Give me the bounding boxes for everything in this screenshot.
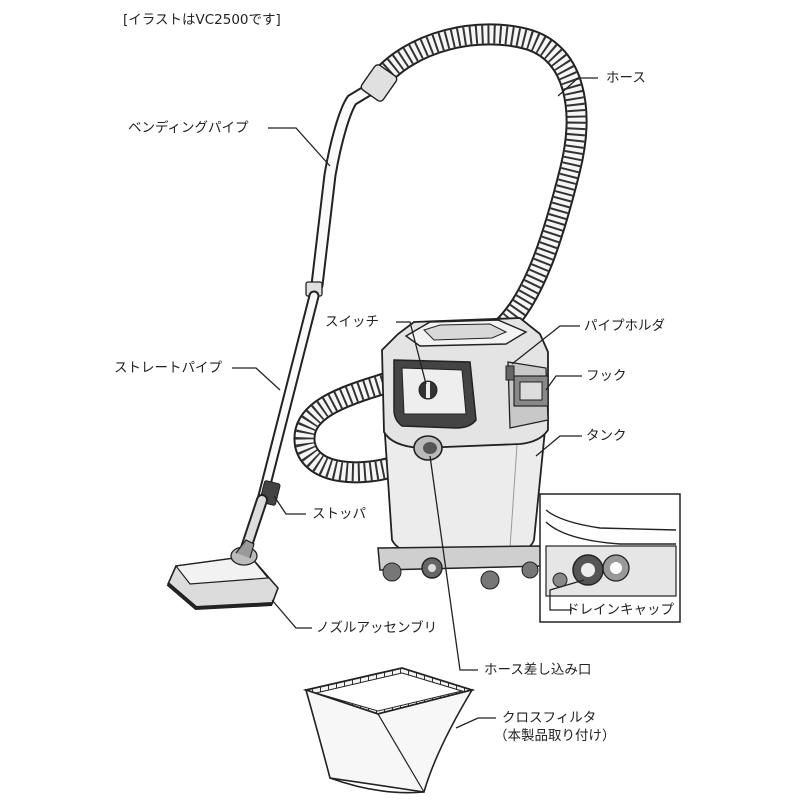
leader-drain-cap — [549, 579, 585, 611]
leader-pipe-holder — [511, 325, 580, 365]
leader-lines — [232, 77, 598, 729]
leader-bending-pipe — [268, 127, 331, 167]
label-hose: ホース — [606, 70, 646, 86]
bending-pipe — [310, 64, 398, 292]
label-switch: スイッチ — [325, 314, 379, 330]
leader-switch — [396, 321, 427, 385]
nozzle-assembly — [166, 539, 279, 611]
label-drain-cap: ドレインキャップ — [566, 602, 674, 618]
label-stopper: ストッパ — [312, 506, 366, 522]
leader-cloth-filter — [455, 717, 496, 729]
leader-tank — [535, 435, 582, 457]
illustration-caption: [イラストはVC2500です] — [123, 12, 281, 28]
drain-cap-inset — [539, 493, 681, 623]
label-cloth-filter-note: （本製品取り付け） — [494, 728, 616, 744]
leader-nozzle — [271, 599, 312, 629]
leader-stopper — [273, 495, 306, 515]
straight-pipe — [240, 281, 323, 554]
leader-hose-inlet — [429, 455, 478, 671]
label-bending-pipe: ベンディングパイプ — [128, 120, 249, 136]
cleaner-body — [377, 317, 549, 590]
cloth-filter — [302, 667, 476, 794]
leader-hook — [545, 375, 582, 391]
leader-straight-pipe — [232, 367, 281, 391]
label-straight-pipe: ストレートパイプ — [114, 360, 222, 376]
label-hook: フック — [586, 368, 627, 384]
label-nozzle-assembly: ノズルアッセンブリ — [316, 620, 438, 636]
label-pipe-holder: パイプホルダ — [584, 318, 665, 334]
label-hose-inlet: ホース差し込み口 — [484, 662, 592, 678]
label-tank: タンク — [586, 428, 627, 444]
leader-hose — [557, 77, 598, 97]
label-cloth-filter: クロスフィルタ — [502, 710, 597, 726]
